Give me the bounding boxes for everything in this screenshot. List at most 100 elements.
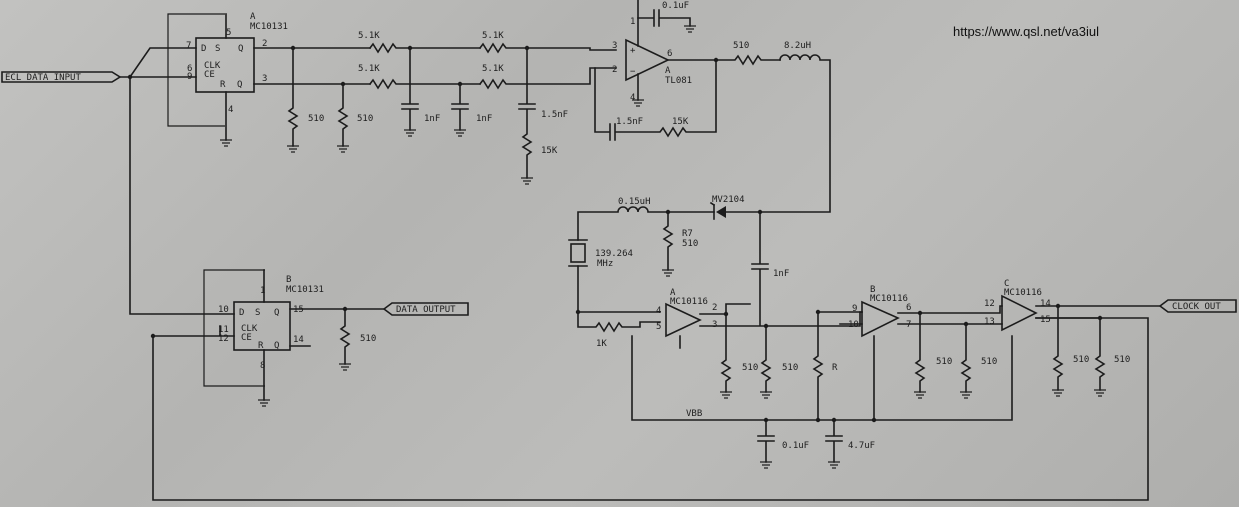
svg-text:MHz: MHz <box>597 259 613 269</box>
svg-text:12: 12 <box>218 334 229 344</box>
svg-text:R: R <box>832 363 838 373</box>
svg-text:1.5nF: 1.5nF <box>541 110 568 120</box>
svg-text:3: 3 <box>712 320 717 330</box>
svg-text:15: 15 <box>1040 315 1051 325</box>
svg-text:4: 4 <box>630 93 635 103</box>
svg-text:13: 13 <box>984 317 995 327</box>
ecl-data-input-port: ECL DATA INPUT <box>1 71 122 83</box>
svg-text:139.264: 139.264 <box>595 249 633 259</box>
svg-text:4: 4 <box>656 306 661 316</box>
svg-text:R: R <box>220 80 226 90</box>
opamp-tl081: 3 2 + − 6 1 4 A TL081 <box>612 17 692 103</box>
ecl-input-label: ECL DATA INPUT <box>5 73 81 83</box>
source-url[interactable]: https://www.qsl.net/va3iul <box>953 24 1099 39</box>
svg-text:A: A <box>670 288 676 298</box>
svg-text:6: 6 <box>187 64 192 74</box>
svg-text:4: 4 <box>228 105 233 115</box>
svg-text:10: 10 <box>218 305 229 315</box>
svg-text:510: 510 <box>936 357 952 367</box>
svg-text:A: A <box>665 66 671 76</box>
svg-text:1: 1 <box>260 286 265 296</box>
svg-text:CLK: CLK <box>204 61 221 71</box>
svg-text:5.1K: 5.1K <box>358 31 380 41</box>
svg-text:1: 1 <box>630 17 635 27</box>
svg-text:510: 510 <box>357 114 373 124</box>
ff-b-part: MC10131 <box>286 285 324 295</box>
svg-text:510: 510 <box>742 363 758 373</box>
svg-text:510: 510 <box>1073 355 1089 365</box>
varactor-diode: MV2104 <box>709 195 745 220</box>
svg-text:3: 3 <box>612 41 617 51</box>
svg-text:B: B <box>286 275 291 285</box>
opamp-part: TL081 <box>665 76 692 86</box>
svg-text:C: C <box>1004 279 1009 289</box>
svg-text:Q: Q <box>274 308 279 318</box>
svg-text:0.1uF: 0.1uF <box>662 1 689 11</box>
svg-text:12: 12 <box>984 299 995 309</box>
svg-text:11: 11 <box>218 325 229 335</box>
svg-text:510: 510 <box>782 363 798 373</box>
svg-text:2: 2 <box>612 65 617 75</box>
svg-text:Q: Q <box>238 44 243 54</box>
svg-text:1K: 1K <box>596 339 607 349</box>
svg-text:1nF: 1nF <box>773 269 789 279</box>
svg-text:7: 7 <box>186 41 191 51</box>
svg-text:2: 2 <box>712 303 717 313</box>
crystal-139-264mhz: 139.264 MHz <box>568 239 633 269</box>
junction-dots <box>127 45 1103 423</box>
svg-text:D: D <box>239 308 244 318</box>
lr-c-part: MC10116 <box>1004 288 1042 298</box>
clock-out-label: CLOCK OUT <box>1172 302 1221 312</box>
svg-text:CLK: CLK <box>241 324 258 334</box>
svg-text:510: 510 <box>308 114 324 124</box>
svg-text:1nF: 1nF <box>424 114 440 124</box>
svg-text:0.1uF: 0.1uF <box>782 441 809 451</box>
svg-text:5: 5 <box>656 322 661 332</box>
line-receiver-a: A MC10116 4 5 2 3 <box>656 288 717 338</box>
line-receiver-b: B MC10116 9 10 6 7 <box>848 285 911 338</box>
svg-text:510: 510 <box>1114 355 1130 365</box>
svg-text:1.5nF: 1.5nF <box>616 117 643 127</box>
svg-text:CE: CE <box>241 333 252 343</box>
svg-text:9: 9 <box>852 304 857 314</box>
vbb-label: VBB <box>686 409 702 419</box>
svg-text:10: 10 <box>848 320 859 330</box>
svg-text:5.1K: 5.1K <box>482 64 504 74</box>
lr-a-part: MC10116 <box>670 297 708 307</box>
svg-text:9: 9 <box>187 72 192 82</box>
svg-text:510: 510 <box>682 239 698 249</box>
svg-text:7: 7 <box>906 320 911 330</box>
svg-text:S: S <box>215 44 220 54</box>
svg-text:2: 2 <box>262 39 267 49</box>
svg-text:0.15uH: 0.15uH <box>618 197 651 207</box>
svg-text:D: D <box>201 44 206 54</box>
svg-text:R7: R7 <box>682 229 693 239</box>
svg-text:510: 510 <box>981 357 997 367</box>
svg-text:Q: Q <box>274 341 279 351</box>
flip-flop-a: A MC10131 D S Q CLK CE R Q 7 6 9 2 3 5 4 <box>167 12 288 127</box>
svg-text:CE: CE <box>204 70 215 80</box>
svg-text:8.2uH: 8.2uH <box>784 41 811 51</box>
line-receiver-c: C MC10116 12 13 14 15 <box>984 279 1051 332</box>
svg-text:14: 14 <box>1040 299 1051 309</box>
svg-text:6: 6 <box>906 303 911 313</box>
svg-text:S: S <box>255 308 260 318</box>
svg-text:15K: 15K <box>672 117 689 127</box>
lr-b-part: MC10116 <box>870 294 908 304</box>
svg-text:510: 510 <box>733 41 749 51</box>
svg-text:510: 510 <box>360 334 376 344</box>
svg-text:8: 8 <box>260 361 265 371</box>
svg-text:3: 3 <box>262 74 267 84</box>
svg-text:15K: 15K <box>541 146 558 156</box>
data-output-port: DATA OUTPUT <box>382 302 469 316</box>
svg-text:14: 14 <box>293 335 304 345</box>
svg-text:B: B <box>870 285 875 295</box>
flip-flop-b: B MC10131 D S Q CLK CE R Q 10 11 12 15 1… <box>203 269 324 387</box>
svg-text:15: 15 <box>293 305 304 315</box>
svg-text:−: − <box>630 67 636 77</box>
svg-text:A: A <box>250 12 256 22</box>
svg-text:6: 6 <box>667 49 672 59</box>
clock-out-port: CLOCK OUT <box>1158 299 1237 313</box>
